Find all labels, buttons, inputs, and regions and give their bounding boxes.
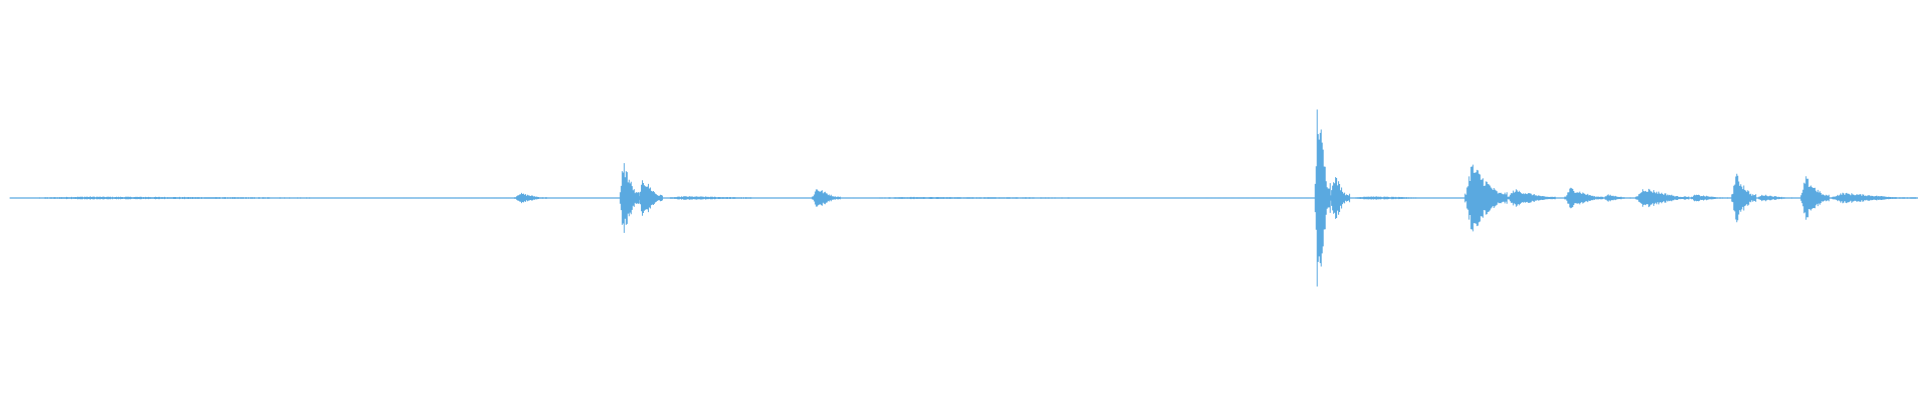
waveform-segment: [1689, 194, 1729, 202]
waveform-segment: [1314, 109, 1331, 287]
waveform-segment: [1602, 194, 1632, 202]
waveform-segment: [1464, 164, 1508, 232]
waveform-segment: [619, 163, 640, 233]
waveform-segment: [1506, 189, 1556, 207]
waveform-segment: [1731, 173, 1757, 223]
waveform-segment: [514, 192, 548, 204]
waveform-segment: [9, 196, 510, 200]
waveform-peaks: [9, 109, 1917, 287]
waveform-segment: [638, 180, 663, 216]
waveform-segment: [1635, 188, 1690, 208]
waveform-segment: [1330, 177, 1351, 219]
waveform-segment: [1349, 196, 1460, 200]
waveform-segment: [1756, 194, 1796, 202]
waveform-segment: [661, 196, 807, 200]
waveform-segment: [1800, 176, 1830, 220]
waveform-segment: [1564, 187, 1604, 209]
waveform-segment: [811, 189, 841, 207]
waveform-segment: [1829, 192, 1917, 204]
waveform-segment: [840, 196, 1312, 200]
